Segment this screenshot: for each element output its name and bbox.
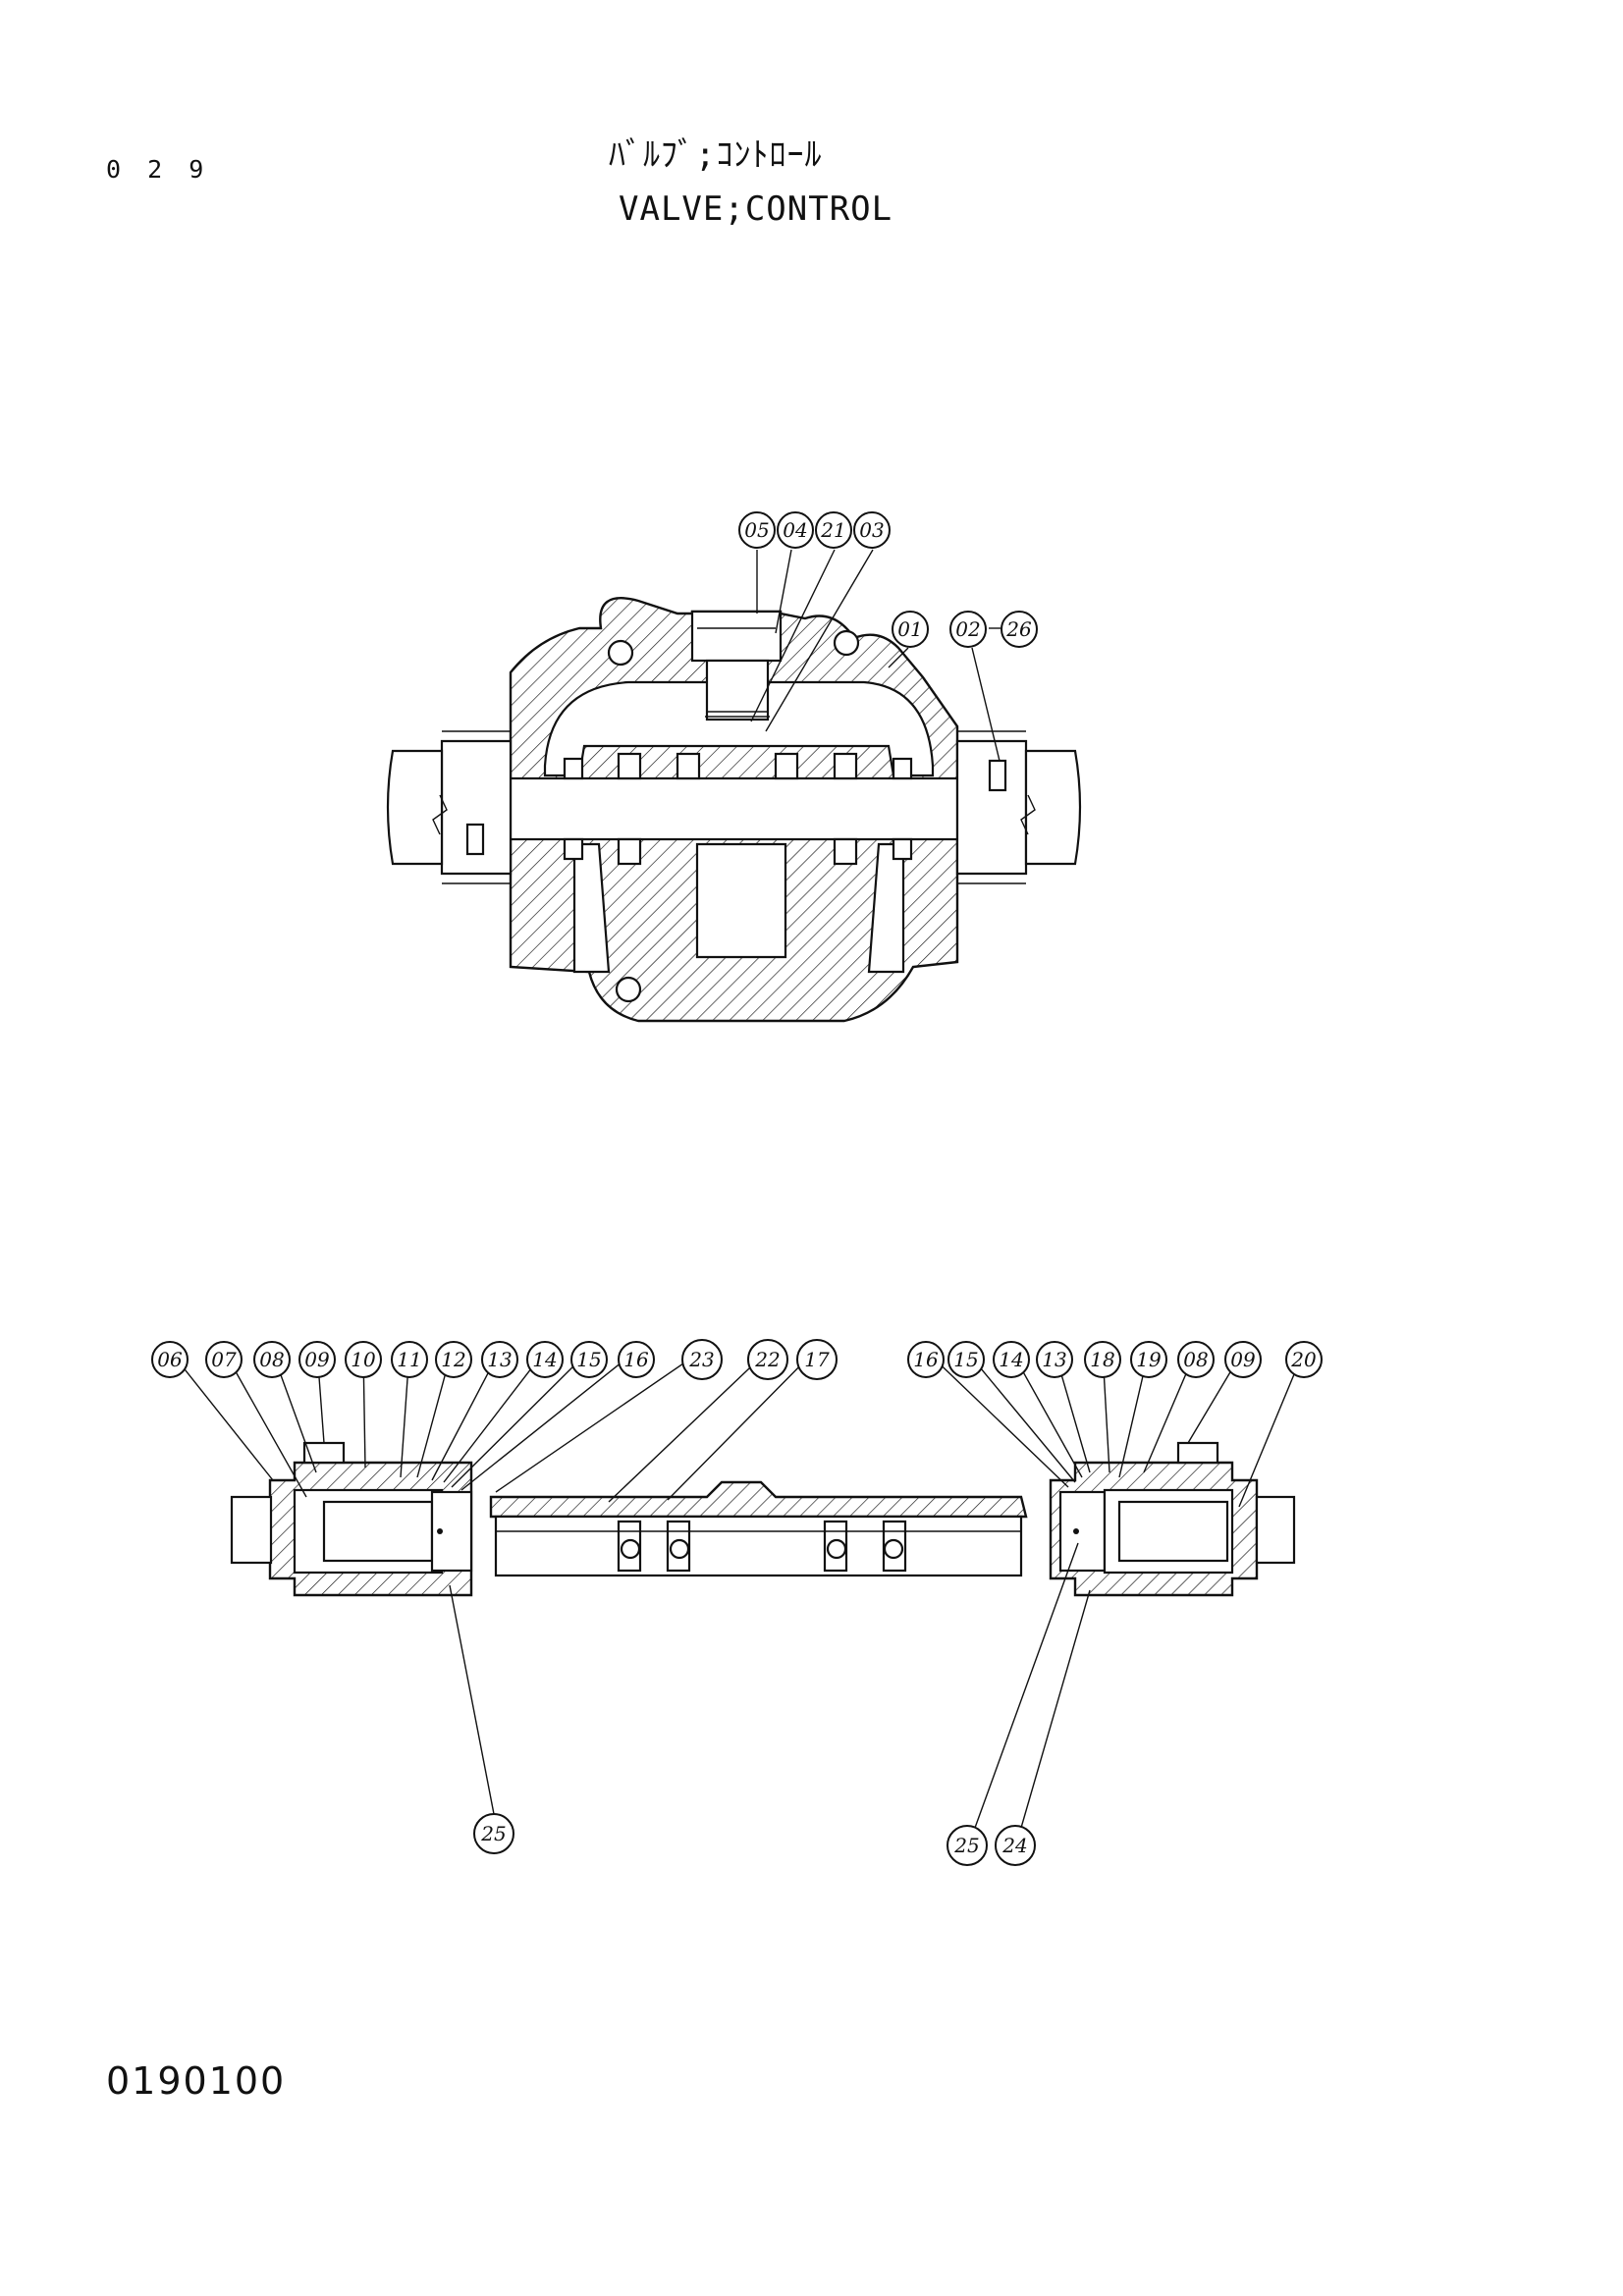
svg-text:14: 14: [999, 1348, 1023, 1371]
svg-text:25: 25: [953, 1834, 979, 1857]
figure-code: 0190100: [106, 2059, 287, 2103]
callout-14-right: 14: [993, 1341, 1030, 1378]
svg-text:10: 10: [351, 1348, 376, 1371]
callout-15-right: 15: [947, 1341, 985, 1378]
callout-04: 04: [777, 511, 814, 549]
top-view-valve-body: [386, 597, 1082, 1023]
callout-09-right: 09: [1224, 1341, 1262, 1378]
callout-20: 20: [1285, 1341, 1323, 1378]
svg-text:01: 01: [897, 617, 922, 641]
svg-text:09: 09: [304, 1348, 330, 1371]
callout-24: 24: [995, 1825, 1036, 1866]
svg-text:19: 19: [1136, 1348, 1162, 1371]
top-view-leaders: [750, 549, 1001, 762]
title-japanese: ﾊﾞﾙﾌﾞ;ｺﾝﾄﾛｰﾙ: [609, 135, 823, 175]
svg-text:08: 08: [1183, 1348, 1208, 1371]
svg-text:09: 09: [1230, 1348, 1256, 1371]
callout-14: 14: [526, 1341, 564, 1378]
svg-text:22: 22: [754, 1348, 780, 1371]
callout-11: 11: [391, 1341, 428, 1378]
callout-03: 03: [853, 511, 891, 549]
svg-text:08: 08: [259, 1348, 284, 1371]
callout-08: 08: [253, 1341, 291, 1378]
svg-text:16: 16: [913, 1348, 939, 1371]
svg-text:07: 07: [211, 1348, 237, 1371]
title-english: VALVE;CONTROL: [619, 189, 893, 229]
callout-01: 01: [892, 611, 929, 648]
svg-text:17: 17: [804, 1348, 830, 1371]
callout-09: 09: [298, 1341, 336, 1378]
callout-19: 19: [1130, 1341, 1167, 1378]
svg-text:16: 16: [623, 1348, 649, 1371]
callout-06: 06: [151, 1341, 189, 1378]
svg-text:03: 03: [859, 518, 884, 542]
bottom-view-leaders: [169, 1350, 1305, 1829]
top-view-callouts: 05 04 21 03 01 02 26: [738, 511, 1038, 648]
bottom-view-callouts: 06 07 08 09 10 11 12 13 14 15 16 23 22 1…: [151, 1339, 1323, 1866]
callout-17: 17: [796, 1339, 838, 1380]
spool-lands: [563, 752, 913, 866]
svg-text:04: 04: [783, 518, 807, 542]
callout-13-right: 13: [1036, 1341, 1073, 1378]
svg-text:11: 11: [397, 1348, 421, 1371]
svg-text:14: 14: [532, 1348, 557, 1371]
page-number: 0 2 9: [106, 155, 210, 184]
callout-18: 18: [1084, 1341, 1121, 1378]
svg-text:06: 06: [157, 1348, 183, 1371]
svg-text:21: 21: [820, 518, 845, 542]
callout-16-right: 16: [907, 1341, 945, 1378]
callout-05: 05: [738, 511, 776, 549]
svg-text:13: 13: [1042, 1348, 1066, 1371]
callout-08-right: 08: [1177, 1341, 1215, 1378]
svg-text:12: 12: [441, 1348, 465, 1371]
callout-12: 12: [435, 1341, 472, 1378]
callout-07: 07: [205, 1341, 243, 1378]
svg-text:26: 26: [1005, 617, 1032, 641]
callout-26: 26: [1001, 611, 1038, 648]
spool-grooves: [617, 1520, 907, 1573]
svg-text:20: 20: [1290, 1348, 1317, 1371]
callout-02: 02: [949, 611, 987, 648]
callout-16: 16: [618, 1341, 655, 1378]
svg-text:15: 15: [953, 1348, 978, 1371]
callout-15: 15: [570, 1341, 608, 1378]
bottom-view-left-cap: [230, 1441, 473, 1597]
svg-text:13: 13: [487, 1348, 512, 1371]
bottom-view-right-cap: [1049, 1441, 1296, 1597]
svg-text:25: 25: [480, 1822, 506, 1845]
callout-25-right: 25: [947, 1825, 988, 1866]
svg-text:23: 23: [688, 1348, 714, 1371]
callout-21: 21: [815, 511, 852, 549]
bottom-view-spool: [489, 1480, 1028, 1577]
svg-text:18: 18: [1090, 1348, 1114, 1371]
svg-text:15: 15: [576, 1348, 601, 1371]
callout-13: 13: [481, 1341, 518, 1378]
svg-text:24: 24: [1001, 1834, 1027, 1857]
callout-22: 22: [747, 1339, 788, 1380]
svg-text:02: 02: [955, 617, 980, 641]
svg-text:05: 05: [744, 518, 769, 542]
callout-10: 10: [345, 1341, 382, 1378]
callout-23: 23: [681, 1339, 723, 1380]
callout-25-left: 25: [473, 1813, 514, 1854]
